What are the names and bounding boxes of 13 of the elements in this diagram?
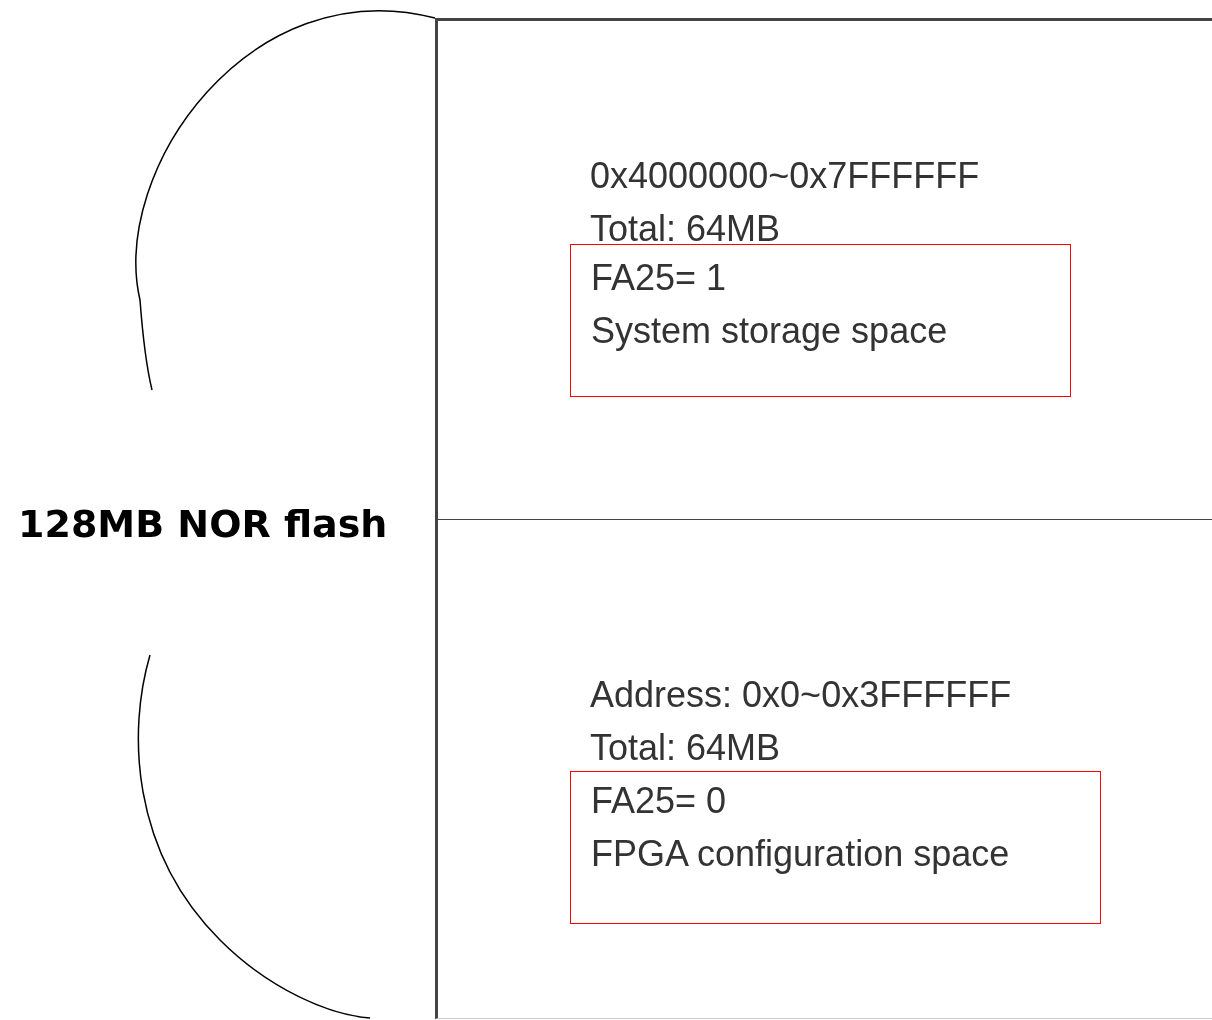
region-text: 0x4000000~0x7FFFFFF	[590, 154, 980, 198]
region-text: Total: 64MB	[590, 207, 782, 251]
memory-region	[435, 519, 1212, 1019]
memory-region	[435, 18, 1212, 519]
region-text: Total: 64MB	[590, 726, 782, 770]
region-text: System storage space	[591, 309, 948, 353]
highlight-box	[570, 244, 1071, 397]
memory-label: 128MB NOR flash	[18, 501, 388, 548]
region-text: FA25= 1	[591, 256, 728, 300]
region-text: FA25= 0	[591, 779, 728, 823]
region-text: FPGA configuration space	[591, 832, 1010, 876]
highlight-box	[570, 771, 1101, 924]
region-text: Address: 0x0~0x3FFFFFF	[590, 673, 1012, 717]
